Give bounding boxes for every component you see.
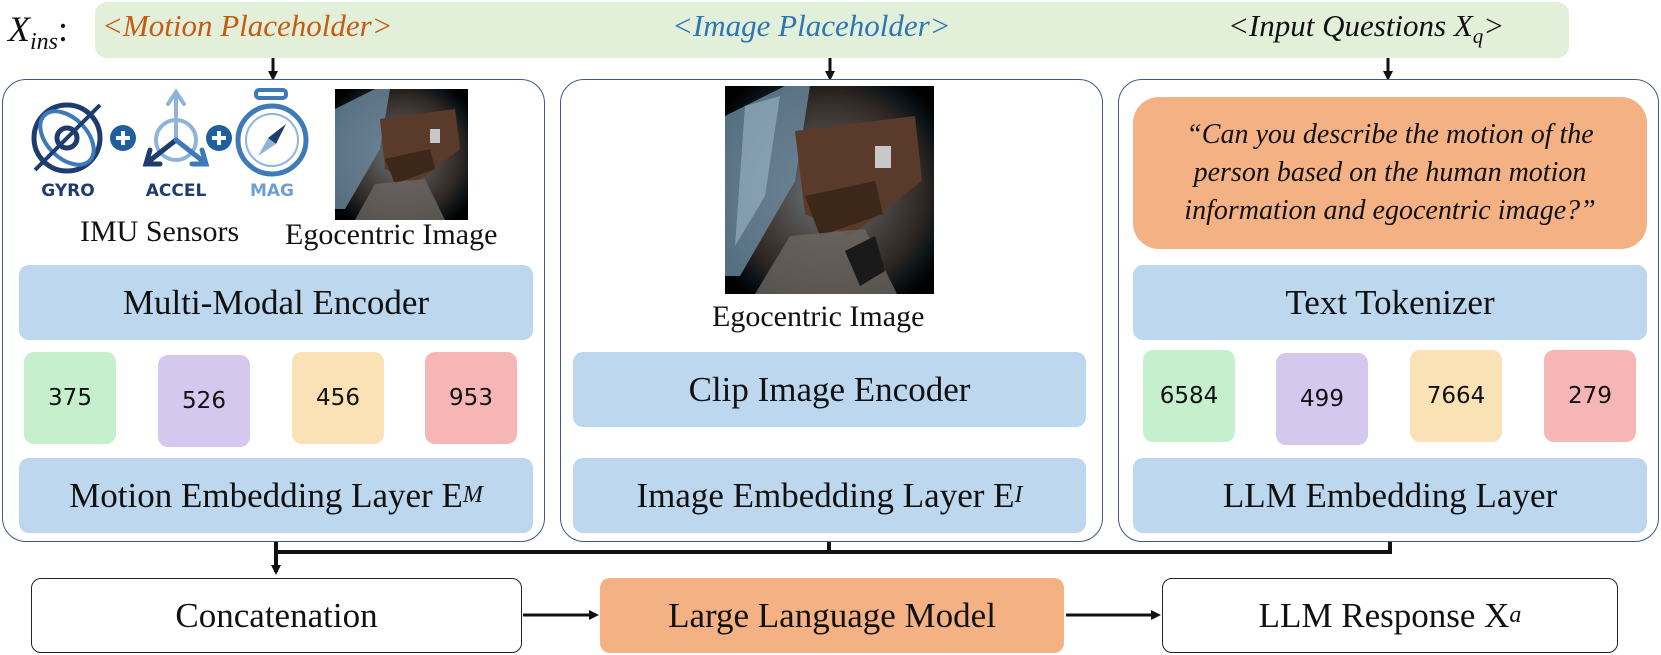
text-token: 499 [1276,353,1368,445]
imu-sensors-caption: IMU Sensors [80,215,240,248]
concatenation-box: Concatenation [31,578,522,653]
llm-embedding-layer: LLM Embedding Layer [1133,458,1647,533]
gyro-label: GYRO [41,181,95,201]
accelerometer-icon [142,88,210,167]
instruction-bar [95,2,1569,58]
multi-modal-encoder: Multi-Modal Encoder [19,265,533,340]
text-token: 279 [1544,350,1636,442]
large-language-model-box: Large Language Model [600,578,1064,653]
clip-image-encoder: Clip Image Encoder [573,352,1086,427]
text-token: 6584 [1143,350,1235,442]
motion-token: 456 [292,352,384,444]
text-token: 7664 [1410,350,1502,442]
imu-sensor-icons [31,88,309,177]
input-question: “Can you describe the motion of the pers… [1133,97,1647,249]
mag-label: MAG [249,181,295,201]
plus-icon [110,125,136,151]
egocentric-image-caption-middle: Egocentric Image [712,300,925,333]
questions-placeholder: <Input Questions Xq> [1228,8,1505,49]
motion-placeholder: <Motion Placeholder> [102,8,393,43]
accel-label: ACCEL [145,181,207,201]
motion-token: 526 [158,355,250,447]
egocentric-image-caption-left: Egocentric Image [285,218,498,251]
egocentric-image [725,86,934,294]
instruction-label: Xins: [8,9,69,56]
compass-icon [235,88,309,177]
text-tokenizer: Text Tokenizer [1133,265,1647,340]
plus-icon [206,125,232,151]
motion-token: 953 [425,352,517,444]
egocentric-image-thumbnail [335,89,468,220]
motion-token: 375 [24,352,116,444]
gyroscope-icon [31,102,103,174]
image-placeholder: <Image Placeholder> [672,8,951,43]
